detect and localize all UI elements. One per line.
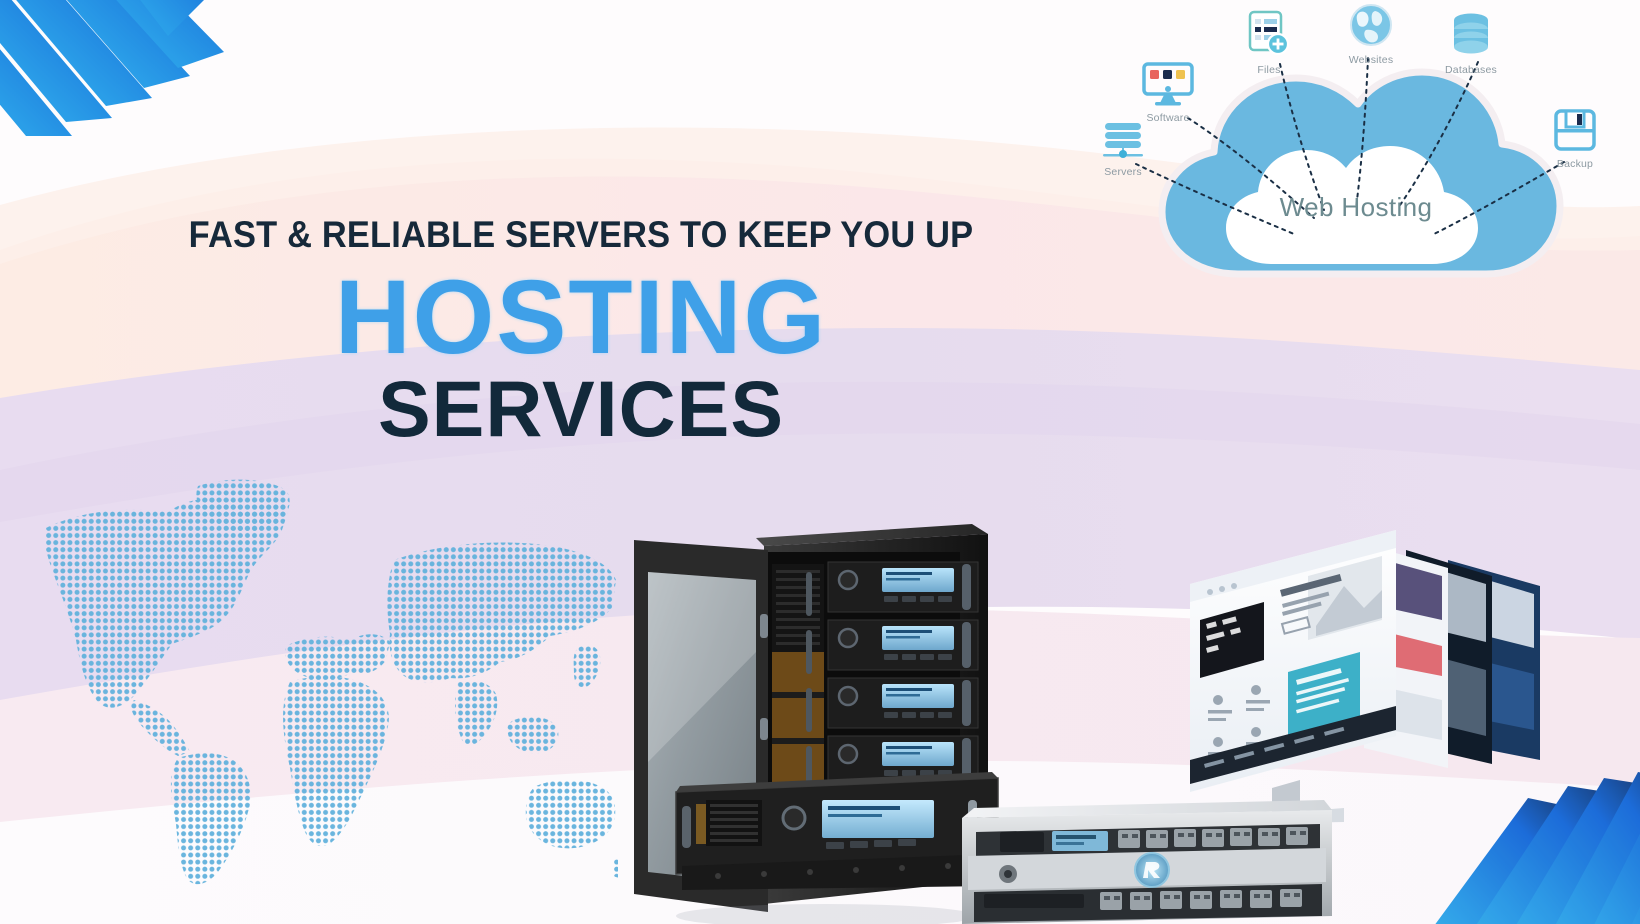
cloud-shape-and-connectors [1135,57,1565,278]
node-label: Software [1146,112,1190,124]
kicker-text: FAST & RELIABLE SERVERS TO KEEP YOU UP [188,214,974,255]
node-label: Backup [1556,158,1594,170]
node-label: Servers [1104,166,1142,178]
connector-lines [1135,57,1565,235]
dotted-world-map [46,479,618,885]
title-hosting: HOSTING [334,259,828,376]
node-label: Databases [1445,64,1497,76]
database-cylinder-icon [1454,13,1488,54]
cloud-inner-icon [1226,146,1478,264]
node-label: Websites [1348,54,1394,66]
rackmount-server-black-image [675,772,999,890]
rackmount-server-silver-image [962,800,1332,924]
corner-stripes-top-left-icon [0,0,224,136]
title-services: SERVICES [377,364,785,454]
web-hosting-cloud-diagram: Web Hosting Servers [1066,0,1640,316]
document-plus-icon [1248,10,1290,56]
stacked-website-screens-image [1190,530,1540,824]
diagram-node-software[interactable]: Software [1128,62,1208,124]
diagram-node-backup[interactable]: Backup [1536,108,1614,170]
diagram-node-databases[interactable]: Databases [1432,12,1510,76]
diagram-node-websites[interactable]: Websites [1334,2,1408,66]
servers-stack-icon [1103,123,1143,158]
cloud-center-label: Web Hosting [1279,192,1433,222]
diagram-node-servers[interactable]: Servers [1088,122,1158,178]
floppy-disk-icon [1554,109,1596,151]
globe-icon [1350,4,1392,46]
diagram-node-files[interactable]: Files [1234,10,1304,76]
node-label: Files [1257,64,1281,76]
headline-block: FAST & RELIABLE SERVERS TO KEEP YOU UP H… [0,214,1162,450]
corner-stripes-bottom-right-icon [1435,772,1640,924]
monitor-icon [1142,62,1194,106]
